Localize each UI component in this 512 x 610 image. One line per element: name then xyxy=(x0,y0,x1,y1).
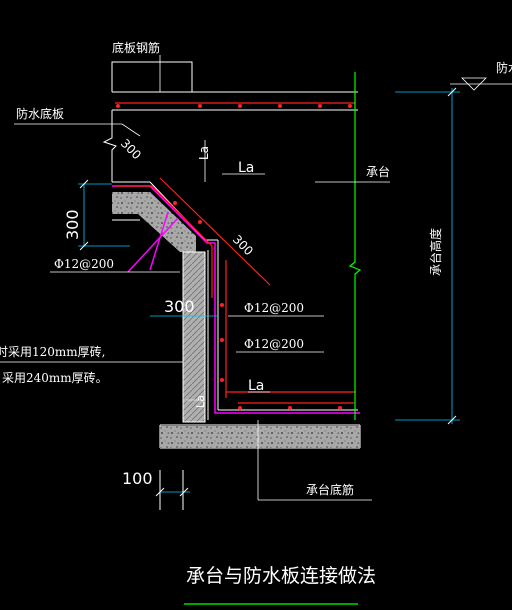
label-rebar-left: Φ12@200 xyxy=(54,257,114,271)
drawing-title: 承台与防水板连接做法 xyxy=(186,565,376,587)
dim-100: 100 xyxy=(122,469,153,488)
label-pile-cap-height: 承台高度 xyxy=(428,228,443,276)
label-bottom-slab-rebar: 底板钢筋 xyxy=(112,40,160,55)
dim-300-top: 300 xyxy=(118,136,144,162)
label-waterproof-slab: 防水底板 xyxy=(16,106,64,121)
brick-wall xyxy=(182,251,206,423)
pile-cap-edge xyxy=(348,72,362,420)
dim-300-diag: 300 xyxy=(230,232,256,258)
structure-outline xyxy=(102,61,361,449)
leader-lines xyxy=(0,55,512,501)
label-cap-bottom-rebar: 承台底筋 xyxy=(306,482,354,497)
dimension-ticks xyxy=(79,87,457,510)
concrete-fill xyxy=(112,192,360,448)
label-brick-note-2: 采用240mm厚砖。 xyxy=(2,370,108,385)
label-waterproof-top-right: 防水 xyxy=(496,60,512,75)
label-la-3: La xyxy=(248,378,264,394)
label-la-vertical: La xyxy=(194,395,207,408)
label-la-1: La xyxy=(197,146,211,160)
rebar-dots xyxy=(116,104,352,410)
level-marker-icon xyxy=(461,77,487,91)
label-la-2: La xyxy=(238,160,254,176)
rebar xyxy=(115,102,356,404)
label-pile-cap: 承台 xyxy=(366,164,390,179)
label-brick-note-1: 时采用120mm厚砖, xyxy=(0,344,105,359)
label-rebar-right-2: Φ12@200 xyxy=(244,337,304,351)
dim-300-left: 300 xyxy=(63,209,82,240)
label-rebar-right-1: Φ12@200 xyxy=(244,301,304,315)
dim-300-mid: 300 xyxy=(164,297,195,316)
